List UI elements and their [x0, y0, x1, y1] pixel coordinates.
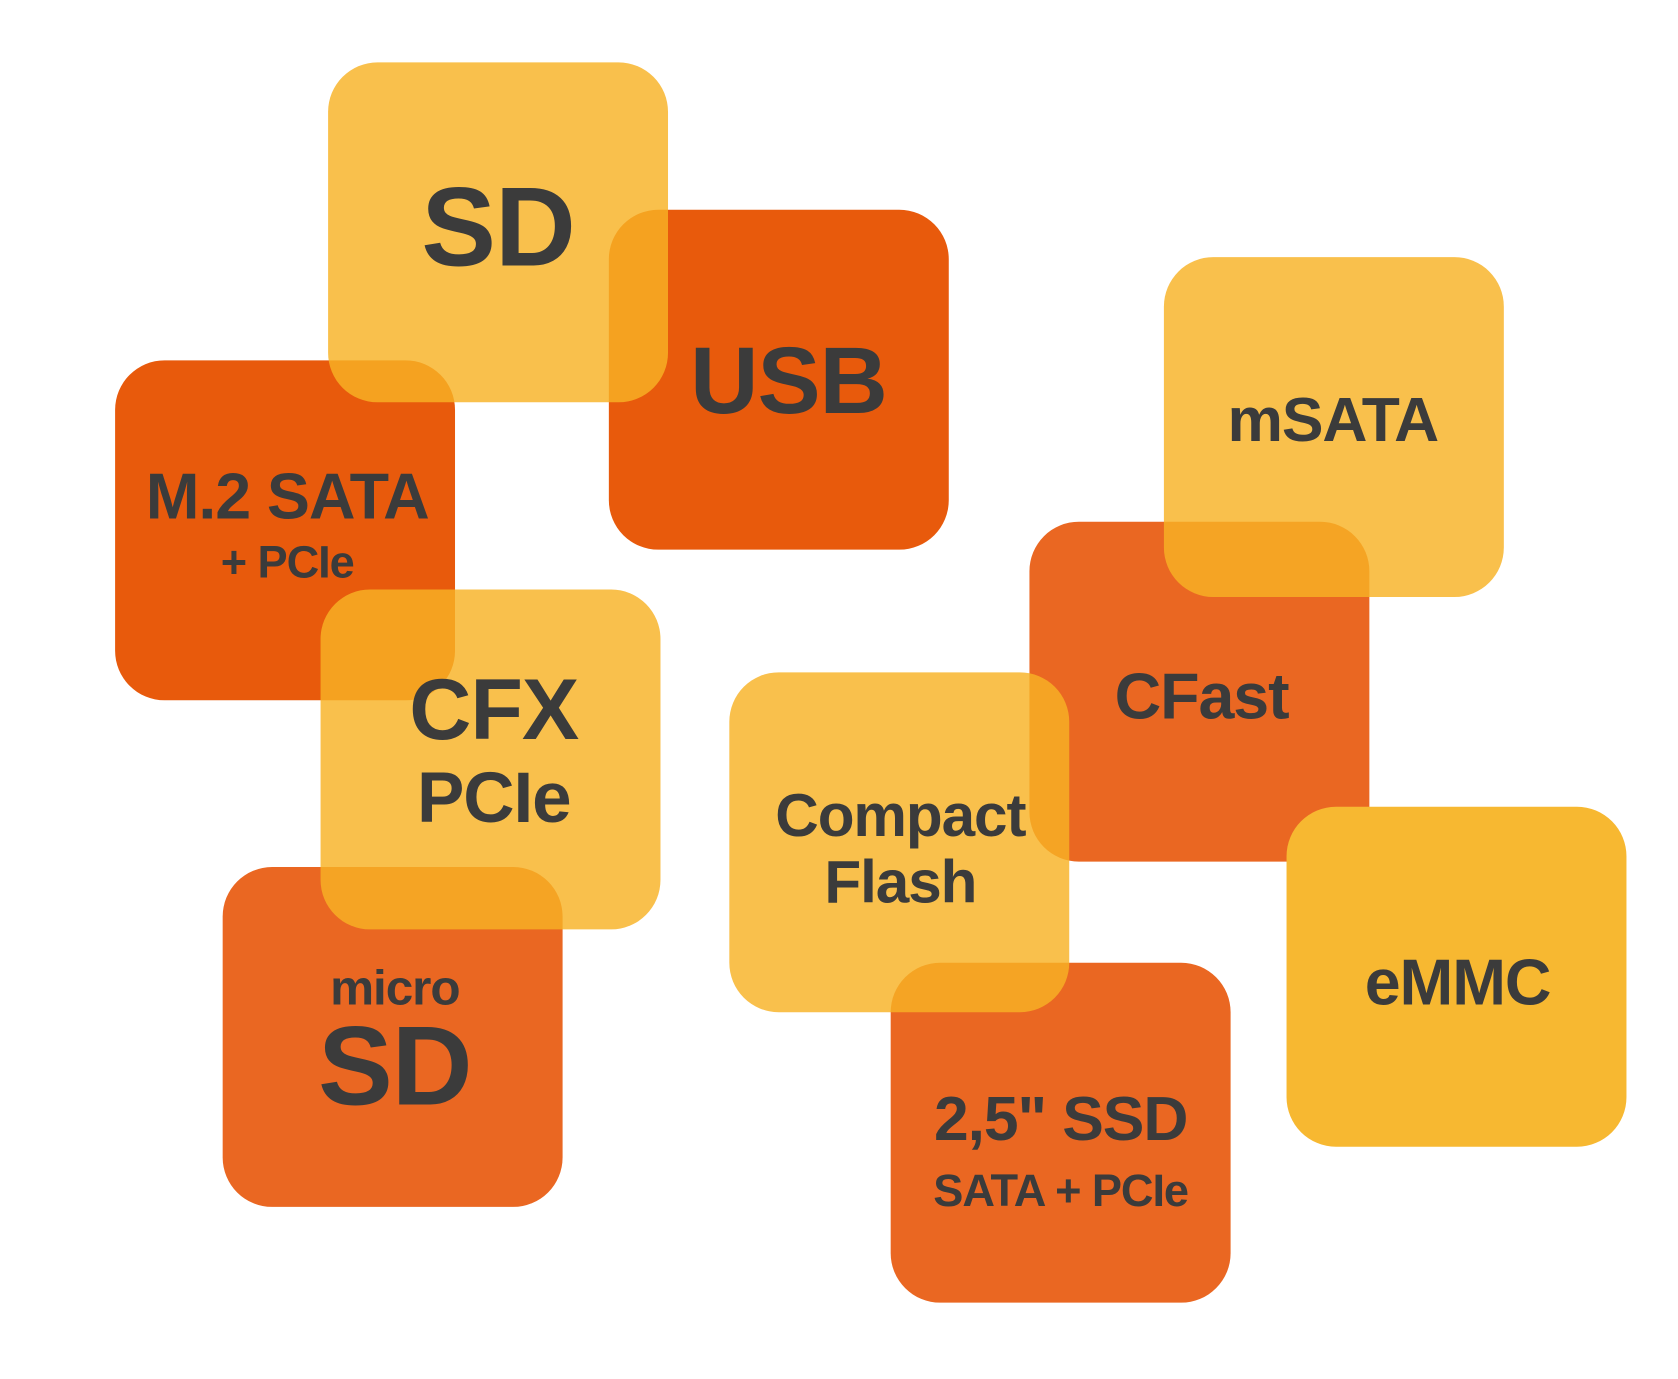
card-msata: [1163, 257, 1504, 598]
m2-label: M.2 SATA: [145, 460, 430, 533]
compactflash-label: Compact: [775, 780, 1026, 849]
m2-sublabel: + PCIe: [220, 536, 355, 588]
msata-label: mSATA: [1227, 385, 1439, 456]
card-emmc: [1286, 806, 1627, 1147]
ssd-label: 2,5" SSD: [933, 1084, 1188, 1155]
card-ssd: [890, 962, 1231, 1303]
card-compactflash: [729, 672, 1070, 1013]
microsd-label: SD: [318, 1004, 472, 1130]
compactflash-sublabel: Flash: [824, 847, 977, 916]
ssd-sublabel: SATA + PCIe: [933, 1164, 1189, 1216]
cfast-label: CFast: [1114, 660, 1290, 733]
microsd-prefix: micro: [330, 959, 460, 1016]
cfx-label: CFX: [409, 661, 579, 758]
sd-label: SD: [421, 165, 575, 291]
card-cfx: [320, 589, 661, 930]
emmc-label: eMMC: [1364, 946, 1552, 1019]
cfx-sublabel: PCIe: [416, 757, 572, 837]
card-sd: [328, 62, 669, 403]
usb-label: USB: [690, 327, 888, 434]
